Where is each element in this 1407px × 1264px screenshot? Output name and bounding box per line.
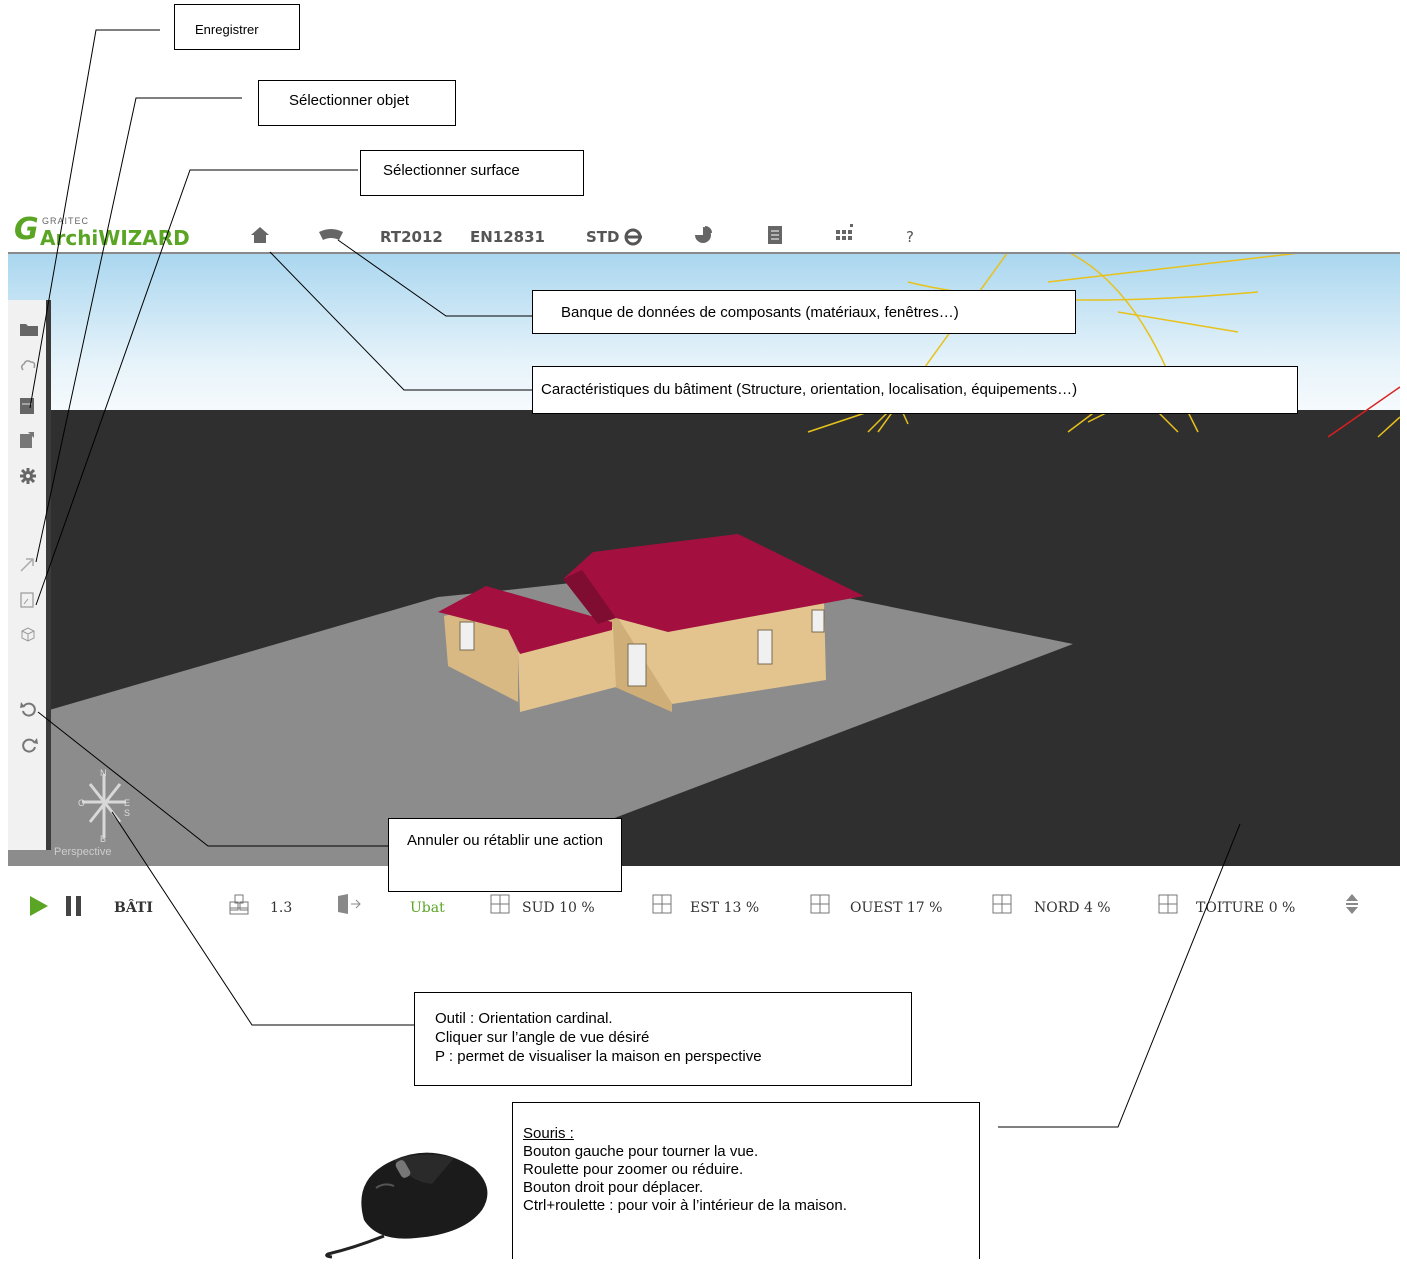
callout-enregistrer: Enregistrer: [174, 4, 300, 50]
3d-viewport[interactable]: N E S O B Perspective: [8, 252, 1400, 866]
home-icon[interactable]: [250, 226, 270, 249]
ubat-label[interactable]: Ubat: [410, 900, 445, 916]
nord-percentage: NORD 4 %: [1034, 900, 1111, 916]
callout-souris: Souris : Bouton gauche pour tourner la v…: [512, 1102, 980, 1259]
std-e-icon: [622, 226, 646, 251]
compass-east[interactable]: E: [124, 798, 131, 808]
select-surface-icon[interactable]: [20, 592, 34, 613]
3d-box-icon[interactable]: [20, 626, 36, 647]
souris-line-1: Bouton gauche pour tourner la vue.: [523, 1143, 759, 1160]
component-library-icon[interactable]: [318, 228, 344, 247]
scene-drawing: [8, 252, 1400, 866]
left-toolbar: [8, 300, 51, 850]
callout-selectionner-surface: Sélectionner surface: [360, 150, 584, 196]
viewport-top-border: [8, 252, 1400, 254]
tab-std[interactable]: STD: [586, 228, 620, 246]
outil-line-3: P : permet de visualiser la maison en pe…: [435, 1048, 762, 1065]
compass-south[interactable]: S: [124, 808, 131, 818]
outil-line-1: Outil : Orientation cardinal.: [435, 1010, 613, 1027]
callout-caracteristiques-batiment: Caractéristiques du bâtiment (Structure,…: [532, 366, 1298, 414]
souris-line-2: Roulette pour zoomer ou réduire.: [523, 1161, 744, 1178]
undo-icon[interactable]: [20, 700, 38, 723]
window-ouest-icon: [810, 894, 830, 919]
callout-annuler-retablir: Annuler ou rétablir une action: [388, 818, 622, 892]
play-icon[interactable]: [30, 896, 48, 921]
cloud-icon[interactable]: [20, 358, 36, 377]
bati-label: BÂTI: [114, 900, 153, 916]
mouse-icon: [324, 1138, 494, 1264]
door-exit-icon: [338, 894, 362, 919]
open-folder-icon[interactable]: [20, 322, 38, 341]
toiture-percentage: TOITURE 0 %: [1196, 900, 1296, 916]
compactness-icon: [228, 894, 252, 921]
souris-line-4: Ctrl+roulette : pour voir à l’intérieur …: [523, 1197, 847, 1214]
est-percentage: EST 13 %: [690, 900, 760, 916]
window-sud-icon: [490, 894, 510, 919]
grid-icon[interactable]: [836, 224, 856, 249]
logo-graitec-text: GRAITEC: [42, 216, 90, 226]
sud-percentage: SUD 10 %: [522, 900, 595, 916]
souris-line-3: Bouton droit pour déplacer.: [523, 1179, 704, 1196]
compactness-value: 1.3: [270, 900, 293, 916]
settings-gear-icon[interactable]: [20, 468, 36, 489]
expand-collapse-icon[interactable]: [1346, 894, 1358, 919]
save-icon[interactable]: [20, 398, 34, 419]
pie-chart-icon[interactable]: [694, 226, 712, 249]
ouest-percentage: OUEST 17 %: [850, 900, 943, 916]
app-logo: ArchiWIZARD: [40, 226, 190, 250]
document-icon[interactable]: [768, 226, 782, 249]
orientation-compass[interactable]: N E S O B: [66, 768, 146, 858]
compass-west[interactable]: O: [78, 798, 86, 808]
souris-title: Souris :: [523, 1125, 574, 1142]
help-button[interactable]: ?: [906, 228, 914, 246]
compass-north[interactable]: N: [100, 768, 107, 778]
tab-rt2012[interactable]: RT2012: [380, 228, 443, 246]
view-mode-label[interactable]: Perspective: [54, 846, 112, 858]
save-as-icon[interactable]: [20, 432, 34, 453]
compass-bottom[interactable]: B: [100, 834, 107, 844]
callout-selectionner-objet: Sélectionner objet: [258, 80, 456, 126]
graitec-logo-icon: G: [14, 212, 39, 247]
redo-icon[interactable]: [20, 736, 38, 759]
window-nord-icon: [992, 894, 1012, 919]
outil-line-2: Cliquer sur l’angle de vue désiré: [435, 1029, 650, 1046]
window-est-icon: [652, 894, 672, 919]
pause-icon[interactable]: [66, 896, 82, 921]
tab-en12831[interactable]: EN12831: [470, 228, 545, 246]
callout-banque-composants: Banque de données de composants (matéria…: [532, 290, 1076, 334]
window-toiture-icon: [1158, 894, 1178, 919]
callout-outil-orientation: Outil : Orientation cardinal. Cliquer su…: [414, 992, 912, 1086]
select-object-icon[interactable]: [20, 558, 34, 577]
